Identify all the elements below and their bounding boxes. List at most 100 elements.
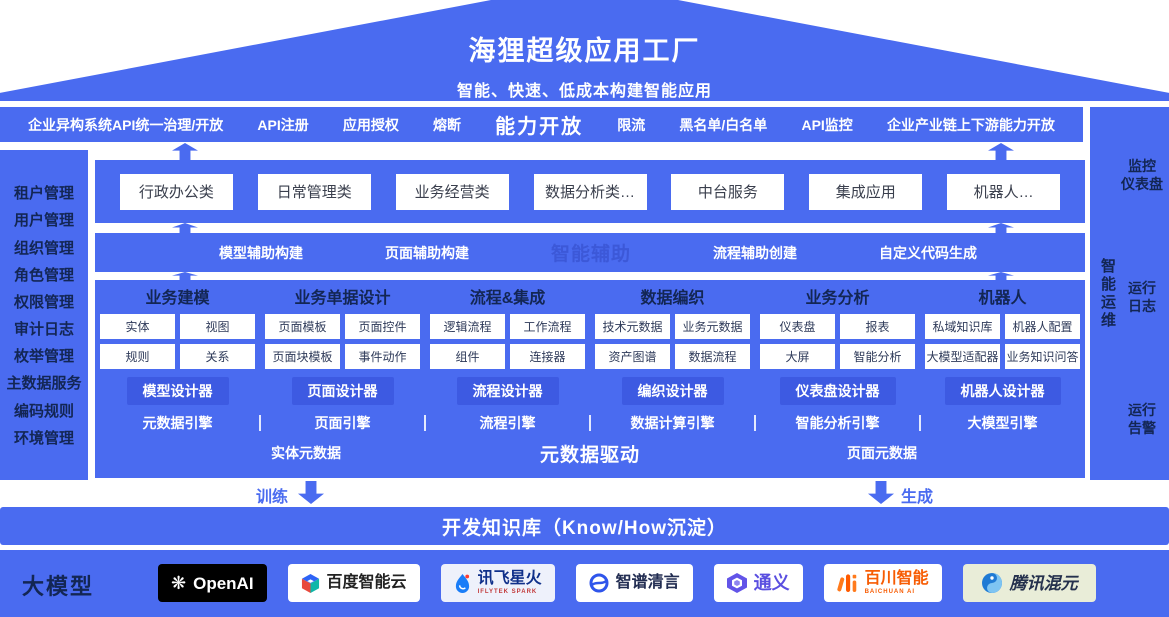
chip: 大模型适配器 <box>925 344 1000 369</box>
cap-item-api-register: API注册 <box>257 116 309 133</box>
app-box-office: 行政办公类 <box>119 173 233 210</box>
chip-grid: 仪表盘 报表 大屏 智能分析 <box>760 314 915 369</box>
chip: 资产图谱 <box>595 344 670 369</box>
vendor-name: 智谱清言 <box>615 574 680 591</box>
sidebar-item-user: 用户管理 <box>13 212 74 230</box>
engine-metadata: 元数据引擎 <box>142 415 213 431</box>
chip: 事件动作 <box>345 344 420 369</box>
app-box-robot: 机器人… <box>947 173 1061 210</box>
column-title: 流程&集成 <box>469 290 546 307</box>
assist-bar-watermark: 智能辅助 <box>550 244 631 265</box>
cap-item-api-monitor: API监控 <box>801 116 853 133</box>
cap-item-supply-chain: 企业产业链上下游能力开放 <box>886 116 1055 133</box>
hunyuan-logo-icon <box>981 573 1002 593</box>
chip: 页面模板 <box>265 314 340 339</box>
chip: 关系 <box>180 344 255 369</box>
column-title: 业务建模 <box>145 290 210 307</box>
app-box-daily-mgmt: 日常管理类 <box>257 173 371 210</box>
chip: 业务元数据 <box>675 314 750 339</box>
chip: 规则 <box>100 344 175 369</box>
engine-page: 页面引擎 <box>260 413 425 433</box>
app-box-business-ops: 业务经营类 <box>395 173 509 210</box>
designer-robot: 机器人设计器 <box>944 377 1061 405</box>
sidebar-item-master-data: 主数据服务 <box>6 375 82 393</box>
chip: 视图 <box>180 314 255 339</box>
up-arrow-icon <box>172 272 198 280</box>
sidebar-item-audit-log: 审计日志 <box>13 321 74 339</box>
sidebar-item-tenant: 租户管理 <box>13 185 74 203</box>
engine-smart-analysis: 智能分析引擎 <box>755 413 920 433</box>
generate-label: 生成 <box>901 489 934 506</box>
column-title: 业务分析 <box>805 290 870 307</box>
chip: 页面控件 <box>345 314 420 339</box>
chip: 私域知识库 <box>925 314 1000 339</box>
metadata-footer: 实体元数据 元数据驱动 页面元数据 <box>95 436 1085 468</box>
designer-row: 模型设计器 页面设计器 流程设计器 编织设计器 仪表盘设计器 机器人设计器 <box>95 377 1085 405</box>
chip: 逻辑流程 <box>430 314 505 339</box>
ops-item-run-log: 运行 日志 <box>1128 280 1156 315</box>
sidebar-item-role: 角色管理 <box>13 266 74 284</box>
ops-sidebar-title: 智能运维 <box>1099 257 1116 330</box>
page-subtitle: 智能、快速、低成本构建智能应用 <box>456 83 712 100</box>
sidebar-item-enum: 枚举管理 <box>13 348 74 366</box>
down-arrow-icon <box>868 481 894 504</box>
vendor-name: 讯飞星火 <box>477 570 542 587</box>
vendor-name: 百川智能 <box>864 570 929 587</box>
chip: 机器人配置 <box>1005 314 1080 339</box>
engine-llm: 大模型引擎 <box>920 413 1085 433</box>
llm-vendors-row: 大模型 ❋ OpenAI 百度智能云 <box>0 550 1169 617</box>
chip: 仪表盘 <box>760 314 835 339</box>
vendor-strip: ❋ OpenAI 百度智能云 讯飞星火 <box>158 564 1096 602</box>
cap-item-app-auth: 应用授权 <box>342 116 399 133</box>
ops-item-monitor-dashboard: 监控 仪表盘 <box>1121 158 1163 193</box>
cap-item-circuit-break: 熔断 <box>433 116 461 133</box>
engine-data-compute: 数据计算引擎 <box>590 413 755 433</box>
chip-grid: 实体 视图 规则 关系 <box>100 314 255 369</box>
assist-item-code-gen: 自定义代码生成 <box>878 244 977 261</box>
chip: 大屏 <box>760 344 835 369</box>
entity-metadata-label: 实体元数据 <box>271 445 341 461</box>
admin-sidebar: 租户管理 用户管理 组织管理 角色管理 权限管理 审计日志 枚举管理 主数据服务… <box>0 150 88 480</box>
designer-dashboard: 仪表盘设计器 <box>779 377 896 405</box>
sidebar-item-permission: 权限管理 <box>13 293 74 311</box>
up-arrow-icon <box>172 143 198 160</box>
sidebar-item-org: 组织管理 <box>13 239 74 257</box>
column-business-modeling: 业务建模 实体 视图 规则 关系 <box>95 287 260 369</box>
up-arrow-icon <box>172 223 198 233</box>
column-title: 机器人 <box>978 290 1027 307</box>
designer-page: 页面设计器 <box>291 377 394 405</box>
assist-item-page-build: 页面辅助构建 <box>384 244 469 261</box>
iflytek-spark-logo-icon <box>455 573 469 593</box>
up-arrow-icon <box>988 272 1014 280</box>
baidu-cloud-logo-icon <box>301 573 319 593</box>
vendor-subtitle: IFLYTEK SPARK <box>477 589 538 595</box>
capability-bar-title: 能力开放 <box>495 116 584 138</box>
column-data-fabric: 数据编织 技术元数据 业务元数据 资产图谱 数据流程 <box>590 287 755 369</box>
chip: 实体 <box>100 314 175 339</box>
train-label: 训练 <box>256 489 289 506</box>
ops-sidebar: 智能运维 监控 仪表盘 运行 日志 运行 告警 <box>1090 107 1169 480</box>
vendor-subtitle: BAICHUAN AI <box>864 589 916 595</box>
application-category-row: 行政办公类 日常管理类 业务经营类 数据分析类… 中台服务 集成应用 机器人… <box>95 160 1085 223</box>
app-box-data-analysis: 数据分析类… <box>533 173 647 210</box>
capability-columns: 业务建模 实体 视图 规则 关系 业务单据设计 页面模板 页面控件 页面块模板 … <box>95 280 1085 369</box>
baichuan-logo-icon <box>836 574 856 592</box>
vendor-card-baidu: 百度智能云 <box>287 564 420 602</box>
vendor-card-hunyuan: 腾讯混元 <box>962 564 1096 602</box>
vendor-card-tongyi: 通义 <box>713 564 803 602</box>
chip: 连接器 <box>510 344 585 369</box>
sidebar-item-environment: 环境管理 <box>13 429 74 447</box>
designer-flow: 流程设计器 <box>456 377 559 405</box>
chip: 技术元数据 <box>595 314 670 339</box>
knowledge-base-title: 开发知识库（Know/How沉淀） <box>441 517 728 539</box>
llm-row-label: 大模型 <box>22 574 95 599</box>
page-metadata-label: 页面元数据 <box>847 445 917 461</box>
vendor-name: 通义 <box>753 573 790 593</box>
ops-item-run-alert: 运行 告警 <box>1128 402 1156 437</box>
vendor-card-openai: ❋ OpenAI <box>158 564 267 602</box>
designer-panel: 业务建模 实体 视图 规则 关系 业务单据设计 页面模板 页面控件 页面块模板 … <box>95 280 1085 478</box>
cap-item-rate-limit: 限流 <box>617 116 646 133</box>
column-flow-integration: 流程&集成 逻辑流程 工作流程 组件 连接器 <box>425 287 590 369</box>
roof-banner: 海狸超级应用工厂 智能、快速、低成本构建智能应用 <box>0 0 1169 101</box>
